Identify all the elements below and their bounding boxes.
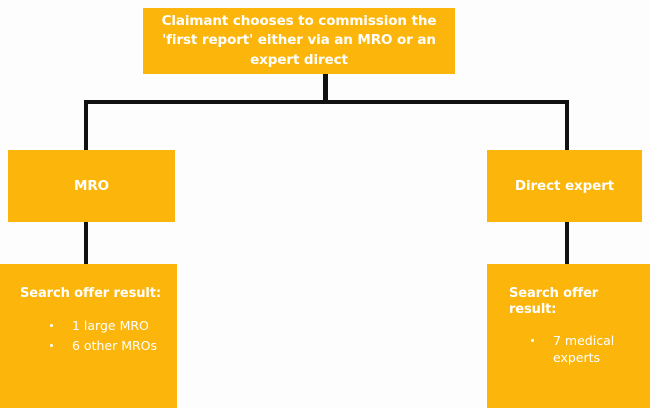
node-mro: MRO	[8, 150, 175, 222]
connector-direct-expert-to-result	[565, 221, 569, 265]
list-item: 6 other MROs	[10, 338, 167, 355]
bullet-dot-icon	[50, 344, 53, 348]
node-direct-expert-search-offer-result: Search offer result: 7 medical experts	[487, 264, 650, 408]
list-item-label: 7 medical experts	[553, 333, 615, 366]
list-item-label: 6 other MROs	[72, 338, 158, 354]
connector-root-stem	[323, 73, 328, 104]
bullet-dot-icon	[531, 339, 534, 343]
bullet-dot-icon	[50, 323, 53, 327]
list-item: 7 medical experts	[497, 333, 640, 367]
connector-to-direct-expert	[565, 100, 569, 152]
mro-result-list: 1 large MRO 6 other MROs	[10, 318, 167, 356]
node-direct-expert: Direct expert	[487, 150, 642, 222]
connector-to-mro	[84, 100, 88, 152]
node-root-label: Claimant chooses to commission the 'firs…	[161, 12, 437, 68]
connector-horizontal-bar	[84, 100, 569, 104]
connector-mro-to-result	[84, 221, 88, 265]
node-direct-expert-label: Direct expert	[514, 178, 615, 194]
direct-expert-result-list: 7 medical experts	[497, 333, 640, 367]
node-root: Claimant chooses to commission the 'firs…	[143, 8, 455, 74]
list-item: 1 large MRO	[10, 318, 167, 335]
list-item-label: 1 large MRO	[72, 317, 149, 333]
node-mro-search-offer-result: Search offer result: 1 large MRO 6 other…	[0, 264, 177, 408]
mro-result-heading: Search offer result:	[20, 286, 161, 301]
node-mro-label: MRO	[73, 178, 109, 194]
direct-expert-result-heading: Search offer result:	[509, 286, 599, 317]
